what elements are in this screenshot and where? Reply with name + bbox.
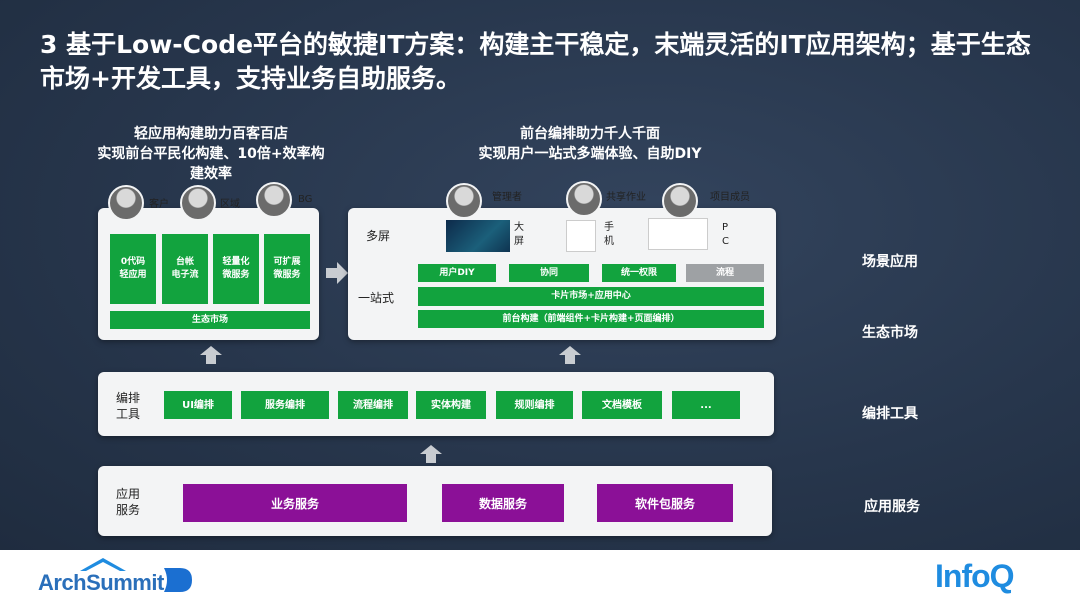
mobile-label: 手 机 <box>604 222 614 247</box>
document-template-box: 文档模板 <box>582 391 662 419</box>
pc-label: P C <box>722 222 729 247</box>
entity-build-box: 实体构建 <box>416 391 486 419</box>
left-header-line1: 轻应用构建助力百客百店 <box>134 126 288 142</box>
left-header-line2: 实现前台平民化构建、10倍+效率构建效率 <box>97 146 325 182</box>
zero-code-light-app-box: 0代码 轻应用 <box>110 234 156 304</box>
extensible-microservice-box: 可扩展 微服务 <box>264 234 310 304</box>
ledger-eflow-box: 台帐 电子流 <box>162 234 208 304</box>
right-header-line2: 实现用户一站式多端体验、自助DIY <box>478 146 702 162</box>
frontend-build-box: 前台构建（前端组件+卡片构建+页面编排） <box>418 310 764 328</box>
avatar <box>662 183 698 219</box>
left-header: 轻应用构建助力百客百店 实现前台平民化构建、10倍+效率构建效率 <box>96 124 326 184</box>
service-orchestration-box: 服务编排 <box>241 391 329 419</box>
big-screen-label: 大 屏 <box>514 222 524 247</box>
company-logo-icon <box>164 568 192 592</box>
slide-background: 3 基于Low-Code平台的敏捷IT方案：构建主干稳定，末端灵活的IT应用架构… <box>0 0 1080 550</box>
scenario-app-label: 场景应用 <box>862 254 918 270</box>
up-arrow-icon <box>200 346 222 364</box>
right-header: 前台编排助力千人千面 实现用户一站式多端体验、自助DIY <box>440 124 740 164</box>
right-arrow-icon <box>326 262 348 284</box>
mobile-thumbnail <box>566 220 596 252</box>
business-service-box: 业务服务 <box>183 484 407 522</box>
avatar-label-bg: BG <box>298 194 313 205</box>
archsummit-roof-icon <box>80 558 126 571</box>
pc-thumbnail <box>648 218 708 250</box>
avatar-label-manager: 管理者 <box>492 192 522 203</box>
app-services-label: 应用服务 <box>864 499 920 515</box>
orchestration-tools-label: 编排工具 <box>862 406 918 422</box>
card-market-box: 卡片市场+应用中心 <box>418 287 764 306</box>
multi-screen-label: 多屏 <box>366 229 391 243</box>
eco-market-label: 生态市场 <box>862 325 918 341</box>
user-diy-box: 用户DIY <box>418 264 496 282</box>
avatar-label-shared-work: 共享作业 <box>606 192 646 203</box>
avatar <box>566 181 602 217</box>
right-header-line1: 前台编排助力千人千面 <box>520 126 660 142</box>
tools-label: 编排 工具 <box>116 391 141 421</box>
up-arrow-icon <box>420 445 442 463</box>
footer: ArchSummit InfoQ <box>0 550 1080 608</box>
avatar-label-customer: 客户 <box>149 199 169 210</box>
avatar-label-project-member: 项目成员 <box>710 192 750 203</box>
services-label: 应用 服务 <box>116 487 141 517</box>
software-package-service-box: 软件包服务 <box>597 484 733 522</box>
unified-permission-box: 统一权限 <box>602 264 676 282</box>
data-service-box: 数据服务 <box>442 484 564 522</box>
avatar-label-region: 区域 <box>220 199 240 210</box>
slide-title: 3 基于Low-Code平台的敏捷IT方案：构建主干稳定，末端灵活的IT应用架构… <box>40 30 1031 93</box>
avatar <box>256 182 292 218</box>
infoq-logo: InfoQ <box>935 558 1015 594</box>
process-orchestration-box: 流程编排 <box>338 391 408 419</box>
lightweight-microservice-box: 轻量化 微服务 <box>213 234 259 304</box>
more-tools-box: ... <box>672 391 740 419</box>
rule-orchestration-box: 规则编排 <box>496 391 573 419</box>
big-screen-thumbnail <box>446 220 510 252</box>
process-box: 流程 <box>686 264 764 282</box>
one-stop-label: 一站式 <box>358 291 395 305</box>
avatar <box>108 185 144 221</box>
ui-orchestration-box: UI编排 <box>164 391 232 419</box>
avatar <box>446 183 482 219</box>
collaboration-box: 协同 <box>509 264 589 282</box>
archsummit-logo: ArchSummit <box>38 570 164 595</box>
eco-market-box: 生态市场 <box>110 311 310 329</box>
up-arrow-icon <box>559 346 581 364</box>
avatar <box>180 185 216 221</box>
